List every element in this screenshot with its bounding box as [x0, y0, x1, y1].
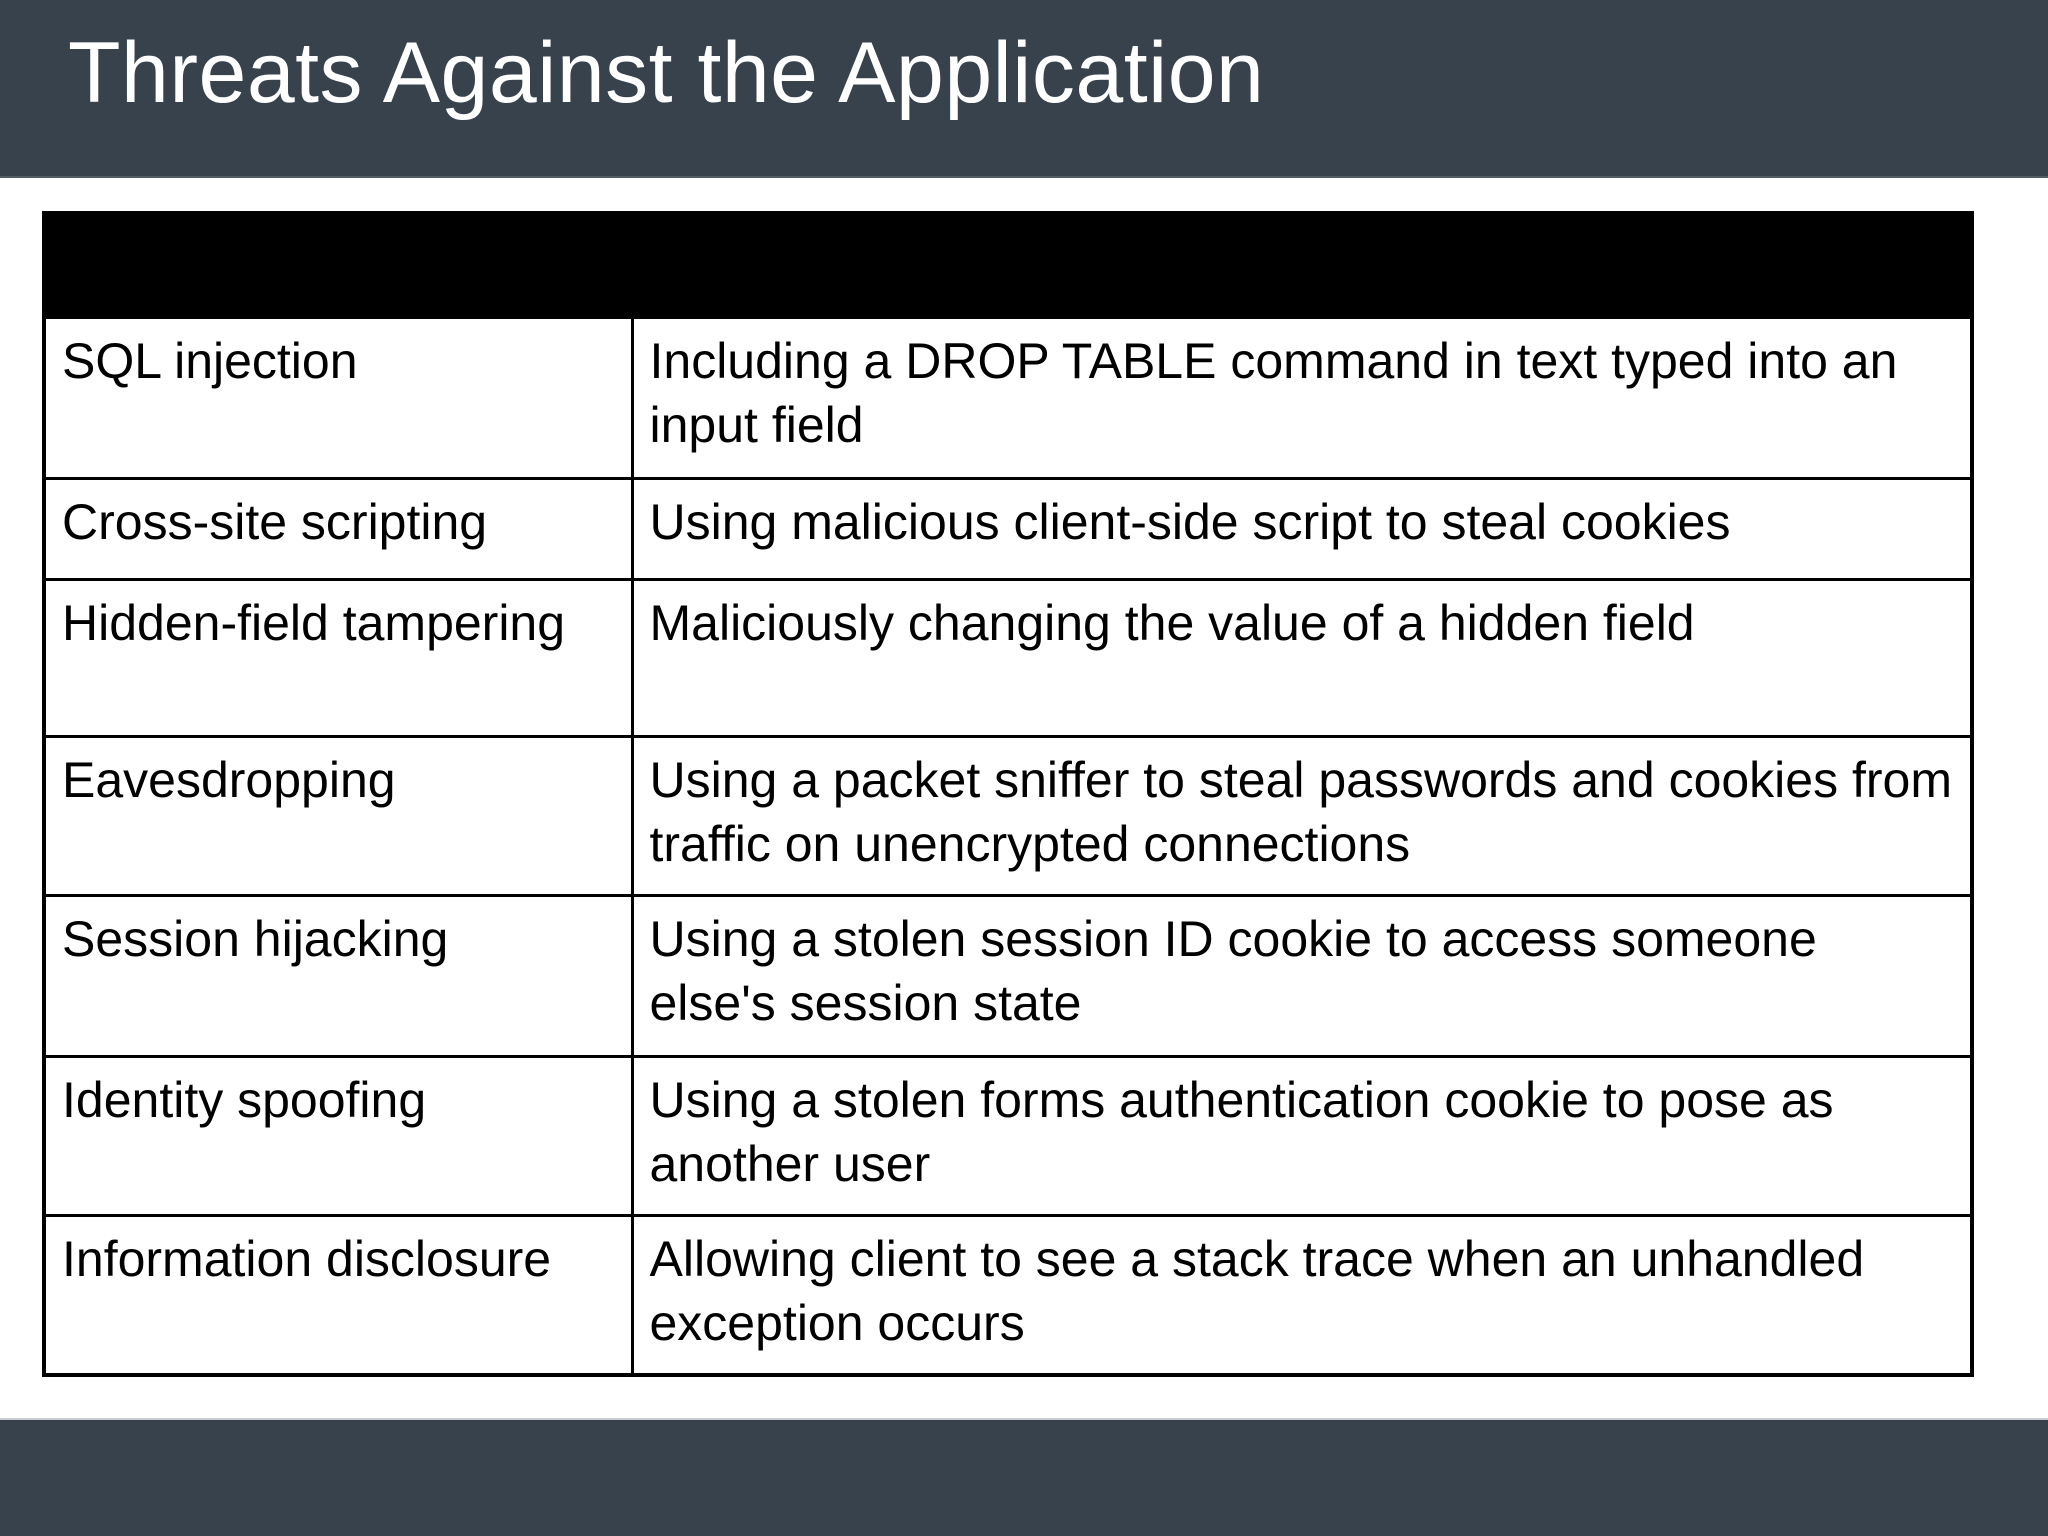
cell-description: Using a stolen forms authentication cook… — [632, 1055, 1972, 1216]
table-body: SQL injection Including a DROP TABLE com… — [44, 319, 1972, 1375]
cell-threat: Cross-site scripting — [44, 477, 634, 580]
cell-description: Including a DROP TABLE command in text t… — [649, 333, 1898, 453]
column-header-threat — [44, 213, 632, 319]
cell-description: Using a stolen session ID cookie to acce… — [632, 894, 1972, 1057]
table-row: Cross-site scripting Using malicious cli… — [44, 477, 1972, 580]
cell-description: Allowing client to see a stack trace whe… — [632, 1214, 1972, 1375]
cell-threat: Session hijacking — [44, 894, 634, 1057]
footer-bar — [0, 1418, 2048, 1536]
threat-table: SQL injection Including a DROP TABLE com… — [42, 211, 1974, 1377]
table-head — [44, 213, 1972, 319]
column-header-description — [632, 213, 1972, 319]
table-row: Identity spoofing Using a stolen forms a… — [44, 1055, 1972, 1216]
table-row: SQL injection Including a DROP TABLE com… — [44, 319, 1972, 479]
table-row: Session hijacking Using a stolen session… — [44, 894, 1972, 1057]
cell-description: Using a packet sniffer to steal password… — [632, 735, 1972, 896]
cell-threat: Information disclosure — [44, 1214, 634, 1375]
cell-threat: SQL injection — [44, 319, 634, 479]
threat-table-container: SQL injection Including a DROP TABLE com… — [42, 211, 1974, 1377]
cell-threat: Eavesdropping — [44, 735, 634, 896]
table-row: Hidden-field tampering Maliciously chang… — [44, 578, 1972, 737]
table-row: Eavesdropping Using a packet sniffer to … — [44, 735, 1972, 896]
cell-threat: Hidden-field tampering — [44, 578, 634, 737]
cell-description: Maliciously changing the value of a hidd… — [632, 578, 1972, 737]
table-row: Information disclosure Allowing client t… — [44, 1214, 1972, 1375]
table-header-row — [44, 213, 1972, 319]
title-bar: Threats Against the Application — [0, 0, 2048, 178]
cell-threat: Identity spoofing — [44, 1055, 634, 1216]
cell-description: Using malicious client-side script to st… — [632, 477, 1972, 580]
page-title: Threats Against the Application — [68, 25, 1265, 121]
